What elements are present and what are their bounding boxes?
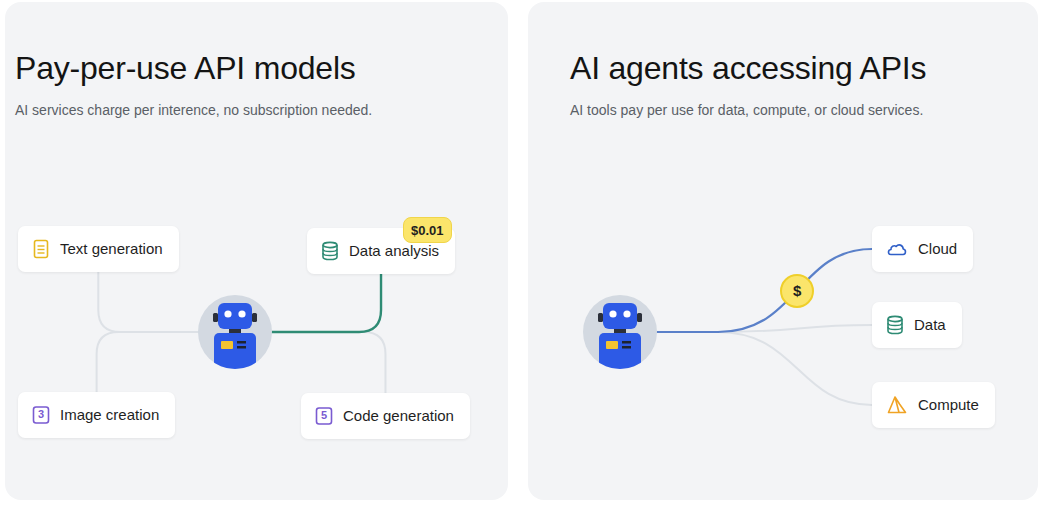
- api-box: Cloud: [872, 226, 973, 272]
- flow-line: [97, 332, 198, 392]
- price-badge: $0.01: [403, 217, 452, 243]
- service-icon: [886, 395, 908, 415]
- flow-line: [272, 274, 381, 332]
- robot-avatar: [198, 295, 272, 373]
- node-label: Data: [914, 314, 946, 336]
- robot-avatar: [583, 295, 657, 373]
- node-label: Cloud: [918, 238, 957, 260]
- api-box: Image creation 3: [18, 392, 175, 438]
- flow-line: [657, 332, 872, 405]
- service-icon: [321, 241, 339, 261]
- panel-title: AI agents accessing APIs: [570, 50, 926, 87]
- api-box: Data: [872, 302, 962, 348]
- api-box: Text generation: [18, 226, 179, 272]
- flow-line: [98, 272, 198, 332]
- api-box: Code generation 5: [301, 393, 470, 439]
- panel-card: Pay-per-use API models AI services charge…: [5, 2, 508, 500]
- icon-numeral: 5: [315, 406, 333, 424]
- node-label: Image creation: [60, 404, 159, 426]
- node-label: Compute: [918, 394, 979, 416]
- panel-card: AI agents accessing APIs AI tools pay per…: [528, 2, 1038, 500]
- node-label: $: [793, 282, 801, 299]
- service-icon: [32, 239, 50, 259]
- node-label: $0.01: [411, 223, 444, 238]
- service-icon: [886, 239, 908, 259]
- flow-line: [657, 249, 872, 332]
- node-label: Code generation: [343, 405, 454, 427]
- service-icon: [886, 315, 904, 335]
- coin-badge: $: [780, 274, 814, 308]
- icon-numeral: 3: [32, 405, 50, 423]
- node-label: Text generation: [60, 238, 163, 260]
- node-label: Data analysis: [349, 240, 439, 262]
- api-box: Compute: [872, 382, 995, 428]
- flow-line: [272, 332, 385, 393]
- panel-subtitle: AI services charge per interence, no sub…: [15, 102, 372, 118]
- panel-title: Pay-per-use API models: [15, 50, 356, 87]
- panel-subtitle: AI tools pay per use for data, compute, …: [570, 102, 923, 118]
